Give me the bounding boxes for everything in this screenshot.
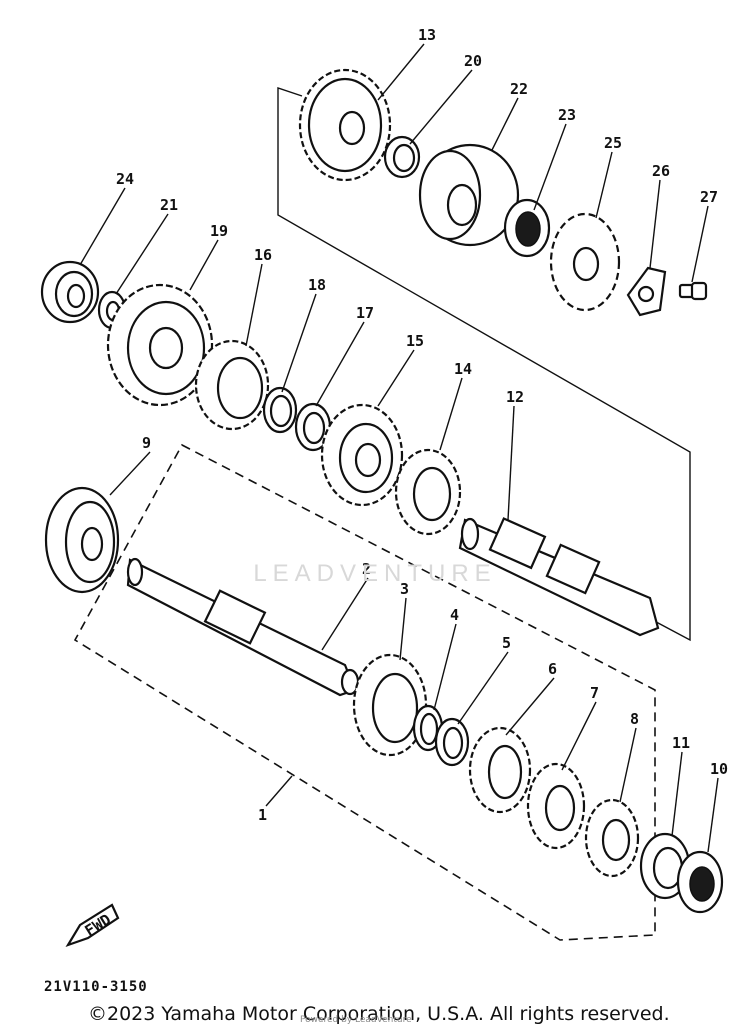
gear-7[interactable] — [526, 762, 586, 850]
gear-19[interactable] — [106, 283, 214, 407]
gear-6[interactable] — [468, 726, 532, 814]
callout-26: 26 — [652, 162, 670, 180]
callout-6: 6 — [548, 660, 557, 678]
callout-17: 17 — [356, 304, 374, 322]
watermark: LEADVENTURE — [253, 560, 497, 587]
circlip-18[interactable] — [262, 386, 298, 434]
washer-5[interactable] — [434, 717, 470, 767]
callout-24: 24 — [116, 170, 134, 188]
callout-20: 20 — [464, 52, 482, 70]
callout-10: 10 — [710, 760, 728, 778]
callout-16: 16 — [254, 246, 272, 264]
gear-15[interactable] — [320, 403, 404, 507]
copyright-text: ©2023 Yamaha Motor Corporation, U.S.A. A… — [88, 1003, 670, 1025]
callout-1: 1 — [258, 806, 267, 824]
bearing-22[interactable] — [418, 143, 520, 247]
fwd-arrow-icon: FWD — [65, 903, 120, 948]
leader-lines — [79, 43, 719, 853]
sprocket-25[interactable] — [549, 212, 621, 312]
gear-3[interactable] — [352, 653, 428, 757]
bearing-24[interactable] — [40, 260, 100, 324]
lock-washer-26[interactable] — [626, 266, 667, 317]
bearing-9[interactable] — [44, 486, 120, 594]
seal-10[interactable] — [676, 850, 724, 914]
washer-20[interactable] — [383, 135, 421, 179]
callout-5: 5 — [502, 634, 511, 652]
callout-12: 12 — [506, 388, 524, 406]
callout-13: 13 — [418, 26, 436, 44]
callout-8: 8 — [630, 710, 639, 728]
powered-by-note: Powered by LeadVenture — [300, 1015, 412, 1025]
bolt-27[interactable] — [678, 281, 708, 301]
callout-3: 3 — [400, 580, 409, 598]
callout-21: 21 — [160, 196, 178, 214]
main-axle-group-outline — [73, 443, 656, 941]
gear-13[interactable] — [298, 68, 392, 182]
gear-16[interactable] — [194, 339, 270, 431]
gear-8[interactable] — [584, 798, 640, 878]
callout-numbers: 13 20 22 23 25 26 27 24 21 19 16 18 17 1… — [116, 26, 728, 824]
callout-7: 7 — [590, 684, 599, 702]
callout-25: 25 — [604, 134, 622, 152]
seal-23[interactable] — [503, 198, 551, 258]
callout-2: 2 — [362, 560, 371, 578]
main-axle-2[interactable] — [126, 557, 360, 697]
callout-15: 15 — [406, 332, 424, 350]
callout-19: 19 — [210, 222, 228, 240]
callout-14: 14 — [454, 360, 472, 378]
callout-27: 27 — [700, 188, 718, 206]
upper-bracket-line — [277, 87, 691, 642]
callout-9: 9 — [142, 434, 151, 452]
callout-11: 11 — [672, 734, 690, 752]
callout-18: 18 — [308, 276, 326, 294]
circlip-4[interactable] — [412, 704, 444, 752]
callout-22: 22 — [510, 80, 528, 98]
gear-14[interactable] — [394, 448, 462, 536]
callout-4: 4 — [450, 606, 459, 624]
callout-23: 23 — [558, 106, 576, 124]
drive-axle-12[interactable] — [458, 517, 660, 637]
drawing-code: 21V110-3150 — [44, 979, 148, 995]
